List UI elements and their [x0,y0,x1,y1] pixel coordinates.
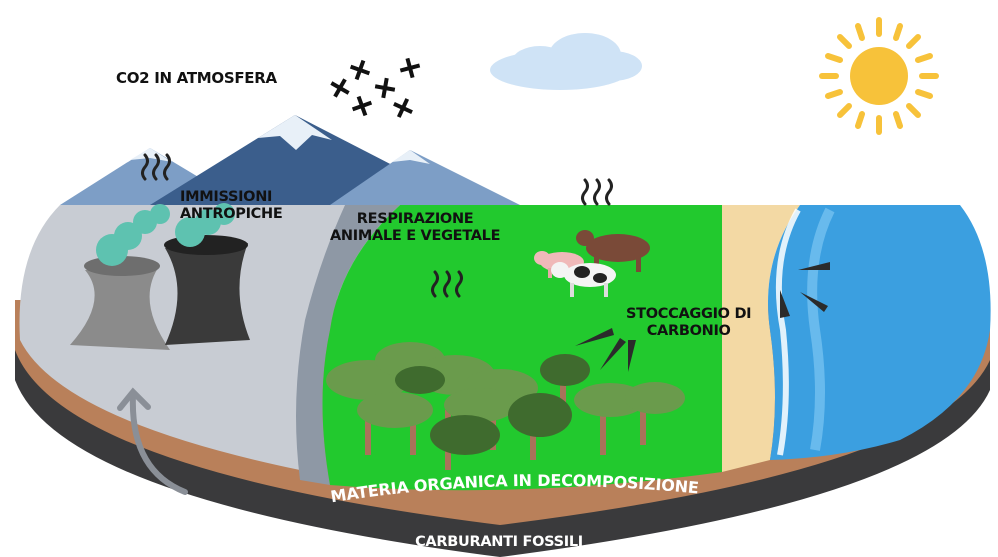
co2-molecules-icon [330,57,421,118]
forest-ground [322,205,722,491]
upward-arrow-icon [117,387,188,495]
fossil-fuels-label: CARBURANTI FOSSILI [415,534,583,550]
beach [722,205,800,472]
anthropogenic-emissions-label: IMMISSIONI ANTROPICHE [180,189,283,222]
respiration-label: RESPIRAZIONE ANIMALE E VEGETALE [330,211,501,244]
storage-rays-icon [575,262,830,372]
co2-atmosphere-label: CO2 IN ATMOSFERA [116,69,277,87]
cloud-icon [490,33,642,90]
cooling-towers-icon [70,203,250,350]
river [296,205,400,485]
emission-waves-icon [141,153,613,298]
farm-animals-icon [534,230,650,297]
mountains [60,115,520,205]
sun-icon [819,17,939,135]
carbon-storage-label: STOCCAGGIO DI CARBONIO [626,306,752,339]
forest-trees-icon [326,342,685,470]
